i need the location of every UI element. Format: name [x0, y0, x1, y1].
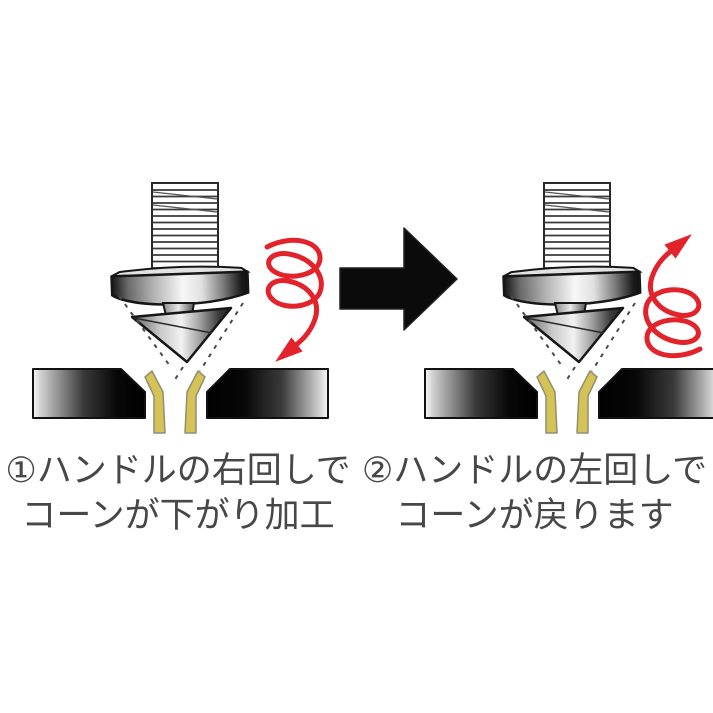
step2-workpiece [424, 368, 713, 434]
next-step-arrow-icon [339, 227, 458, 331]
counterclockwise-rotation-arrow-icon [646, 246, 700, 356]
step1-workpiece [32, 368, 329, 434]
step2-caption-line2: コーンが戻ります [395, 496, 674, 536]
step1-caption-line2: コーンが下がり加工 [21, 496, 335, 536]
step2-tool-figure [502, 181, 642, 383]
clockwise-rotation-arrow-icon [267, 240, 321, 350]
step2-caption: ②ハンドルの左回しで コーンが戻ります [356, 449, 713, 539]
step1-caption: ①ハンドルの右回しで コーンが下がり加工 [0, 449, 356, 539]
step2-caption-line1: ②ハンドルの左回しで [361, 451, 708, 491]
step1-tool-figure [110, 181, 250, 383]
step1-caption-line1: ①ハンドルの右回しで [5, 451, 351, 491]
